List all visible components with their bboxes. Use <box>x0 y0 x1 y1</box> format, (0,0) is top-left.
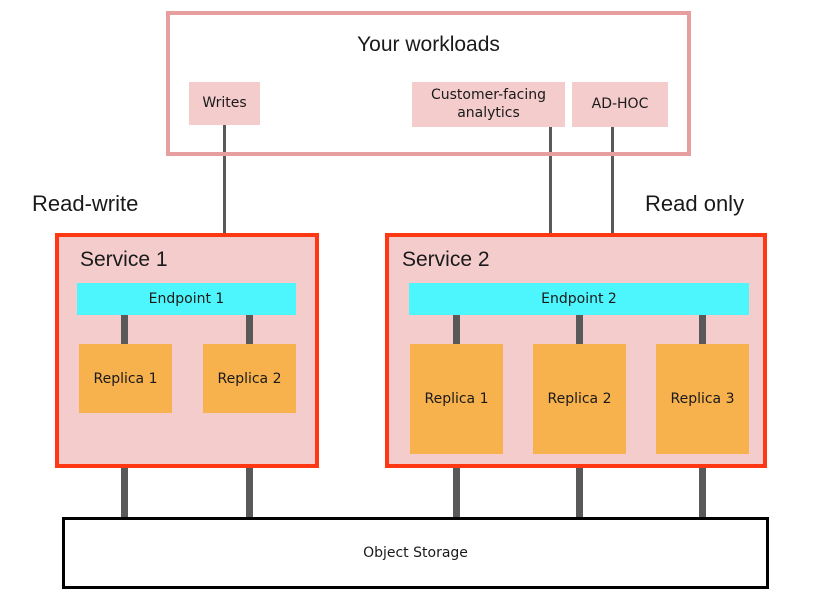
workloads-title: Your workloads <box>357 33 500 56</box>
endpoint-1[interactable]: Endpoint 1 <box>77 283 296 315</box>
connector-s2-replica3-to-storage <box>699 452 706 520</box>
connector-writes-to-endpoint1 <box>223 125 226 258</box>
service-1-replica-2-label: Replica 2 <box>217 370 282 387</box>
object-storage-box[interactable]: Object Storage <box>62 517 769 589</box>
workload-chip-ad-hoc[interactable]: AD-HOC <box>572 82 668 127</box>
endpoint-2-label: Endpoint 2 <box>541 291 617 307</box>
zone-label-read-write: Read-write <box>32 191 139 216</box>
workload-chip-customer-facing-analytics-label: Customer-facing analytics <box>430 87 546 121</box>
connector-endpoint2-to-s2-replica1 <box>453 312 460 346</box>
endpoint-1-label: Endpoint 1 <box>148 291 225 307</box>
connector-endpoint2-to-s2-replica3 <box>699 312 706 346</box>
endpoint-2[interactable]: Endpoint 2 <box>409 283 749 315</box>
connector-adhoc-to-endpoint2 <box>611 127 614 260</box>
object-storage-label: Object Storage <box>363 545 468 561</box>
service-2-replica-1-label: Replica 1 <box>424 391 489 407</box>
service-1-replica-1[interactable]: Replica 1 <box>79 344 172 413</box>
workload-chip-ad-hoc-label: AD-HOC <box>591 95 649 112</box>
connector-endpoint1-to-s1-replica1 <box>121 312 128 346</box>
service-1-replica-2[interactable]: Replica 2 <box>203 344 296 413</box>
workload-chip-writes[interactable]: Writes <box>189 82 260 125</box>
connector-s2-replica1-to-storage <box>453 452 460 520</box>
connector-s2-replica2-to-storage <box>576 452 583 520</box>
service-2-title: Service 2 <box>402 248 490 271</box>
connector-analytics-to-endpoint2 <box>549 127 552 260</box>
service-2-replica-3[interactable]: Replica 3 <box>656 344 749 454</box>
connector-endpoint2-to-s2-replica2 <box>576 312 583 346</box>
service-2-replica-2-label: Replica 2 <box>547 391 612 407</box>
zone-label-read-only: Read only <box>645 191 745 216</box>
workload-chip-customer-facing-analytics[interactable]: Customer-facing analytics <box>412 82 565 127</box>
service-1-title: Service 1 <box>80 248 168 271</box>
workload-chip-writes-label: Writes <box>202 94 247 111</box>
service-2-replica-2[interactable]: Replica 2 <box>533 344 626 454</box>
service-1-replica-1-label: Replica 1 <box>93 370 158 387</box>
connector-endpoint1-to-s1-replica2 <box>246 312 253 346</box>
service-2-replica-3-label: Replica 3 <box>670 391 735 407</box>
service-2-replica-1[interactable]: Replica 1 <box>410 344 503 454</box>
workloads-container <box>166 11 691 156</box>
